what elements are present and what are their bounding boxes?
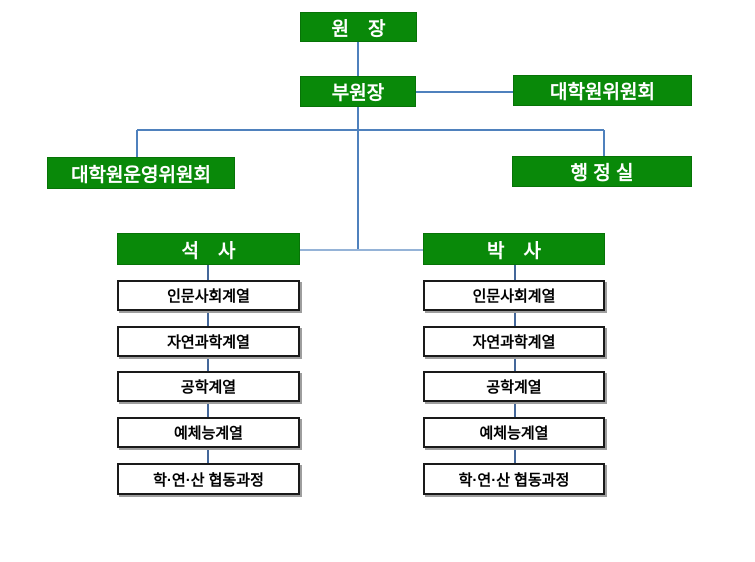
node-admin-office: 행 정 실 bbox=[512, 156, 692, 187]
masters-track-engineering: 공학계열 bbox=[117, 371, 300, 402]
node-vice-director: 부원장 bbox=[300, 76, 416, 107]
masters-track-arts-sports: 예체능계열 bbox=[117, 417, 300, 448]
doctoral-track-humanities: 인문사회계열 bbox=[423, 280, 605, 311]
doctoral-track-cooperative: 학·연·산 협동과정 bbox=[423, 463, 605, 495]
doctoral-track-engineering: 공학계열 bbox=[423, 371, 605, 402]
node-doctoral-program: 박 사 bbox=[423, 233, 605, 265]
node-director: 원 장 bbox=[300, 12, 417, 42]
doctoral-track-natural-sciences: 자연과학계열 bbox=[423, 326, 605, 357]
node-masters-program: 석 사 bbox=[117, 233, 300, 265]
node-graduate-committee: 대학원위원회 bbox=[513, 75, 692, 106]
doctoral-track-arts-sports: 예체능계열 bbox=[423, 417, 605, 448]
node-operating-committee: 대학원운영위원회 bbox=[47, 157, 235, 189]
masters-track-cooperative: 학·연·산 협동과정 bbox=[117, 463, 300, 495]
masters-track-natural-sciences: 자연과학계열 bbox=[117, 326, 300, 357]
masters-track-humanities: 인문사회계열 bbox=[117, 280, 300, 311]
